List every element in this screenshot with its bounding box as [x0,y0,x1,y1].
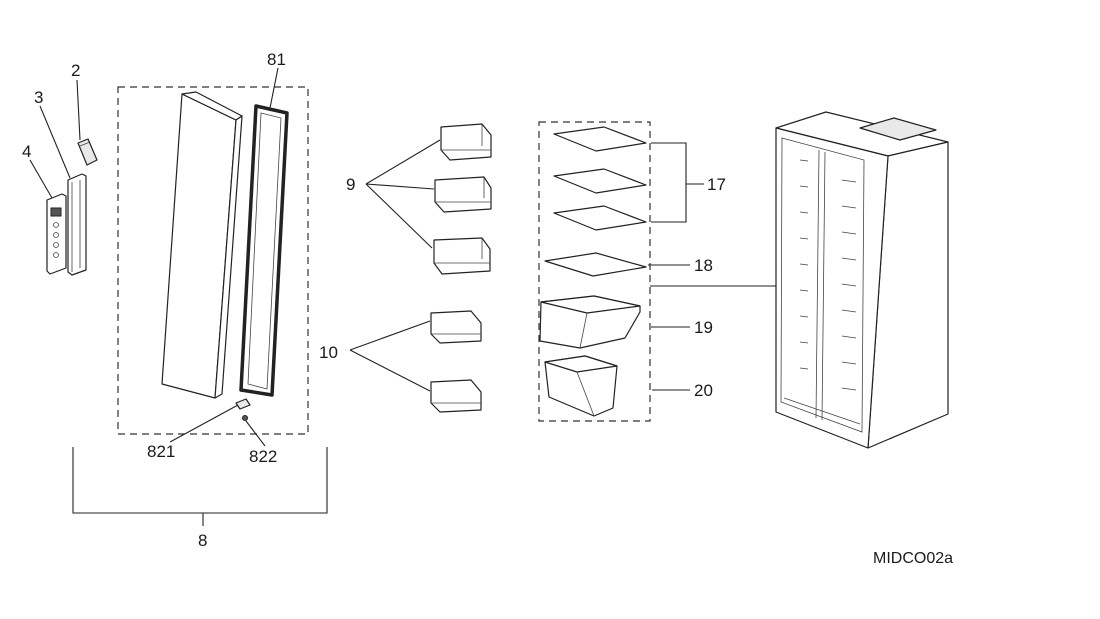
refrigerator-cabinet [775,111,949,449]
part-20-crisper-drawer [544,355,618,417]
part-10-door-bin-lower [430,379,482,413]
label-part-10: 10 [319,343,338,362]
part-81-door-gasket [239,104,289,397]
label-part-4: 4 [22,142,31,161]
label-part-81: 81 [267,50,286,69]
part-10-door-bin-upper [430,310,482,344]
bracket-8 [72,447,328,526]
label-part-20: 20 [694,381,713,400]
part-9-door-bin-middle [434,176,492,213]
label-part-9: 9 [346,175,355,194]
part-4-control-panel [46,193,67,275]
label-part-19: 19 [694,318,713,337]
bracket-17 [651,142,704,223]
part-9-door-bin-bottom [433,237,491,275]
part-17-glass-shelf-2 [553,168,647,194]
label-part-18: 18 [694,256,713,275]
label-part-3: 3 [34,88,43,107]
label-part-822: 822 [249,447,277,466]
door-panel [161,91,243,399]
part-18-glass-shelf [544,252,647,277]
part-2-hinge-cover [77,138,98,166]
leader-822 [245,420,266,447]
label-part-2: 2 [71,61,80,80]
label-part-17: 17 [707,175,726,194]
part-17-glass-shelf-3 [553,205,647,231]
part-3-hinge-bracket [67,173,87,276]
part-9-door-bin-top [440,123,492,161]
leader-821 [169,404,239,443]
leader-2 [76,79,81,141]
door-assembly-boundary [117,86,309,435]
shelf-supports-left [799,159,809,370]
leader-9 [365,139,441,249]
part-821-hinge-pin [235,398,251,410]
label-part-8: 8 [198,531,207,550]
leader-10 [349,320,431,392]
part-19-crisper-drawer [539,295,641,349]
leader-4 [29,159,53,199]
drawing-code: MIDCO02a [873,550,953,567]
leader-3 [39,105,71,179]
part-822-screw [242,415,248,421]
part-17-glass-shelf-1 [553,126,647,152]
shelf-supports-right [841,179,857,391]
label-part-821: 821 [147,442,175,461]
leader-81 [269,67,279,109]
